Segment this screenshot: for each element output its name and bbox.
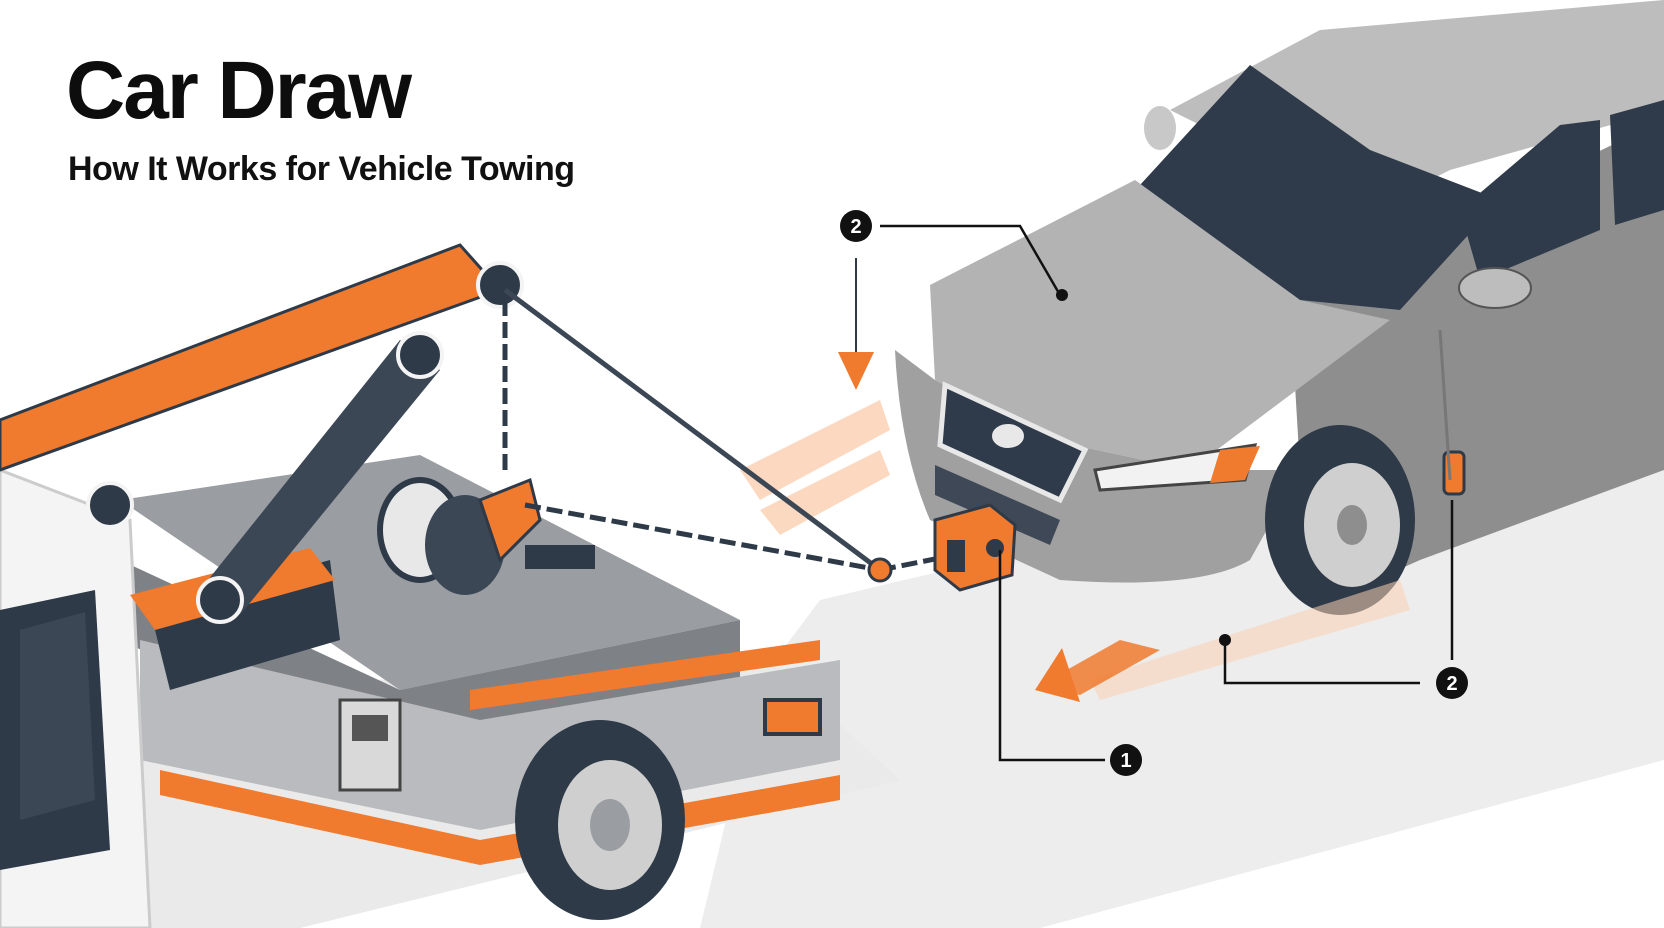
car-badge	[988, 420, 1028, 452]
rear-side-window	[1610, 100, 1664, 225]
tow-truck-icon	[0, 243, 882, 928]
page-subtitle: How It Works for Vehicle Towing	[68, 150, 575, 188]
side-mirror	[1458, 267, 1532, 309]
side-marker-light	[1442, 450, 1466, 496]
motion-trails	[740, 400, 1410, 700]
callout-2-hood: 2	[840, 210, 872, 242]
callout-leader-lines	[880, 224, 1454, 762]
down-arrow-icon	[838, 258, 874, 390]
svg-text:1: 1	[1120, 750, 1131, 772]
callout-1: 1	[1110, 744, 1142, 776]
side-window	[1460, 120, 1600, 280]
svg-text:2: 2	[1446, 673, 1457, 695]
hitch-connector-icon	[933, 503, 1017, 592]
sedan-car-icon	[895, 0, 1664, 615]
page-title: Car Draw	[66, 45, 412, 136]
motion-arrow-icon	[1035, 640, 1160, 702]
winch-icon	[377, 477, 542, 595]
car-hood	[930, 180, 1390, 470]
svg-text:2: 2	[850, 216, 861, 238]
tow-cable	[503, 287, 882, 573]
tow-chain-icon	[502, 300, 956, 573]
control-panel	[338, 698, 402, 792]
windshield	[1140, 65, 1500, 310]
callout-2-side: 2	[1436, 667, 1468, 699]
hydraulic-cylinder	[200, 340, 440, 615]
